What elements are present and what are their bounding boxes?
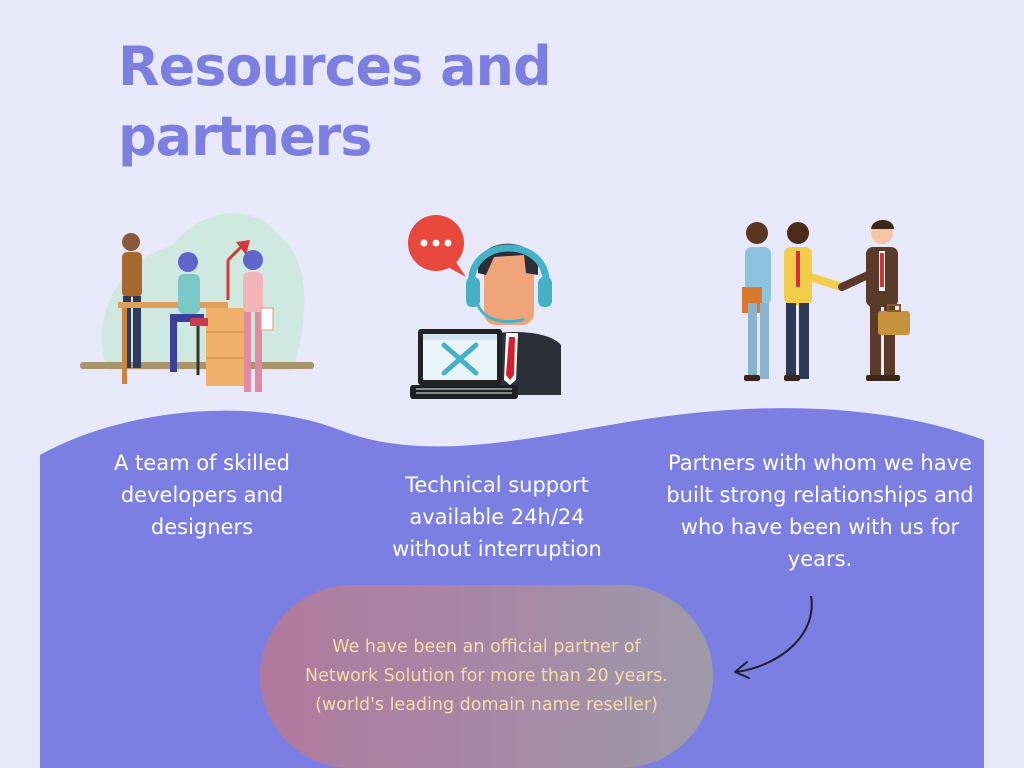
- partner-callout: We have been an official partner of Netw…: [260, 585, 713, 768]
- feature-text-team: A team of skilled developers and designe…: [114, 451, 290, 539]
- support-agent-illustration: [408, 215, 561, 399]
- callout-line-2: Network Solution for more than 20 years.: [305, 666, 668, 686]
- callout-line-3: (world's leading domain name reseller): [315, 695, 658, 715]
- curved-arrow-icon: [734, 595, 813, 679]
- feature-text-partners: Partners with whom we have built strong …: [666, 451, 974, 571]
- feature-text-support: Technical support available 24h/24 witho…: [392, 473, 602, 561]
- team-illustration: [80, 213, 314, 392]
- callout-line-1: We have been an official partner of: [332, 637, 641, 657]
- business-partners-illustration: [742, 220, 910, 381]
- callout-text: We have been an official partner of Netw…: [262, 633, 712, 720]
- slide-title: Resources and partners: [118, 35, 552, 168]
